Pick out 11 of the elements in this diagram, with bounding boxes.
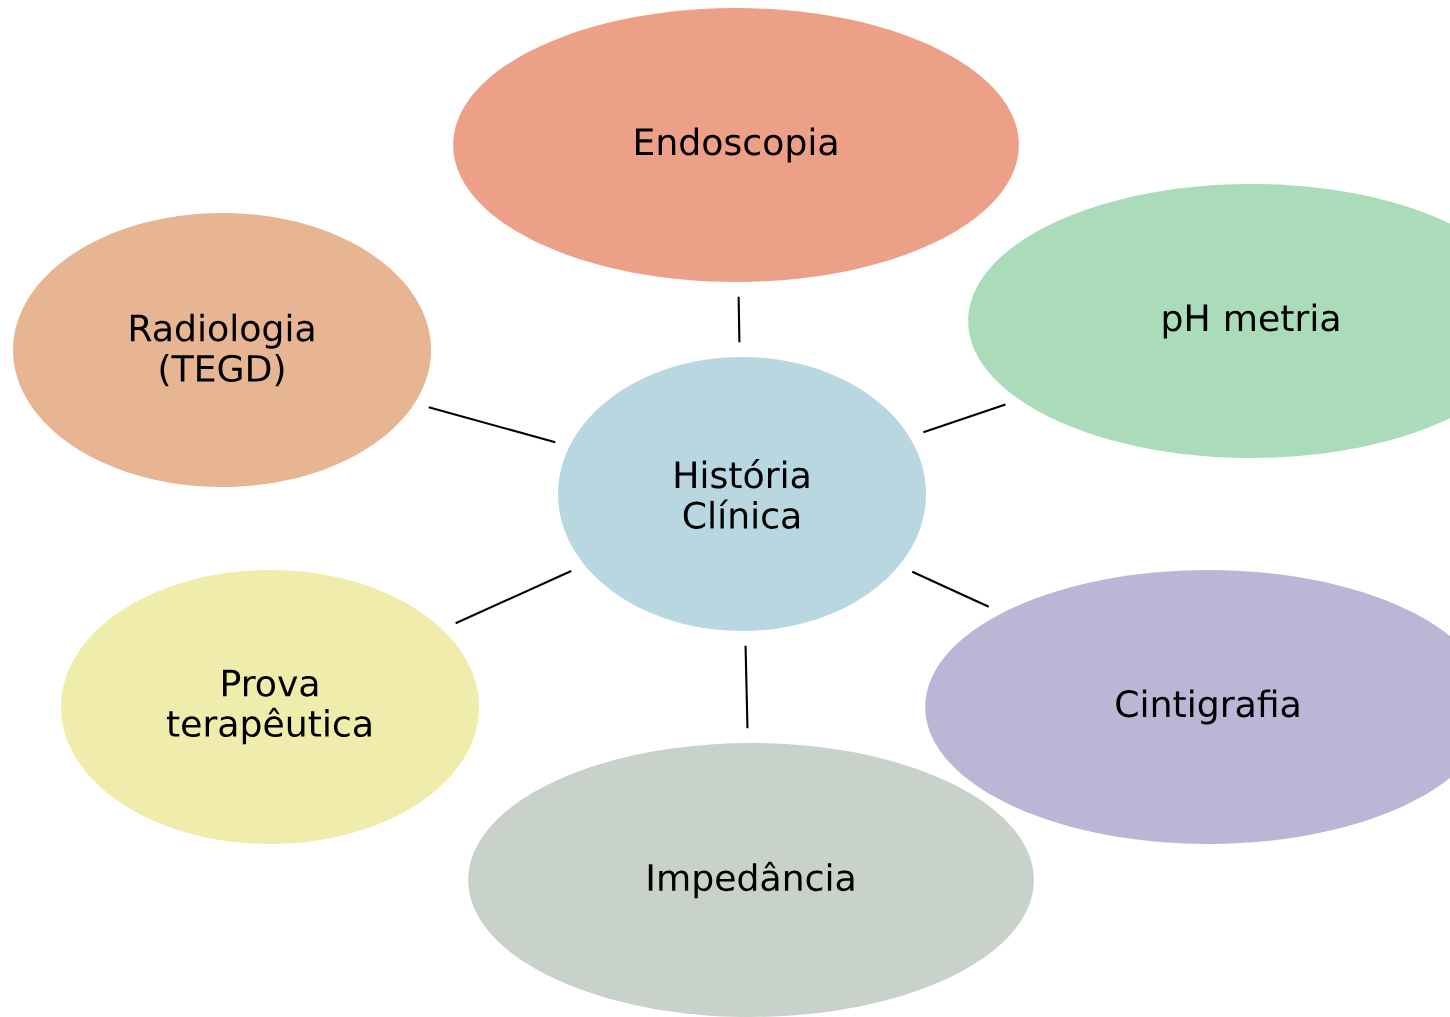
connector-line — [744, 645, 749, 729]
ellipse-node: Impedância — [468, 743, 1034, 1017]
ellipse-node: Radiologia (TEGD) — [13, 213, 431, 487]
ellipse-node: Endoscopia — [453, 8, 1019, 282]
connector-line — [737, 296, 741, 343]
ellipse-node: História Clínica — [558, 357, 926, 631]
connector-line — [455, 570, 572, 625]
connector-line — [911, 570, 990, 608]
connector-line — [428, 406, 556, 444]
ellipse-node: Prova terapêutica — [61, 570, 479, 844]
connector-line — [923, 403, 1006, 434]
